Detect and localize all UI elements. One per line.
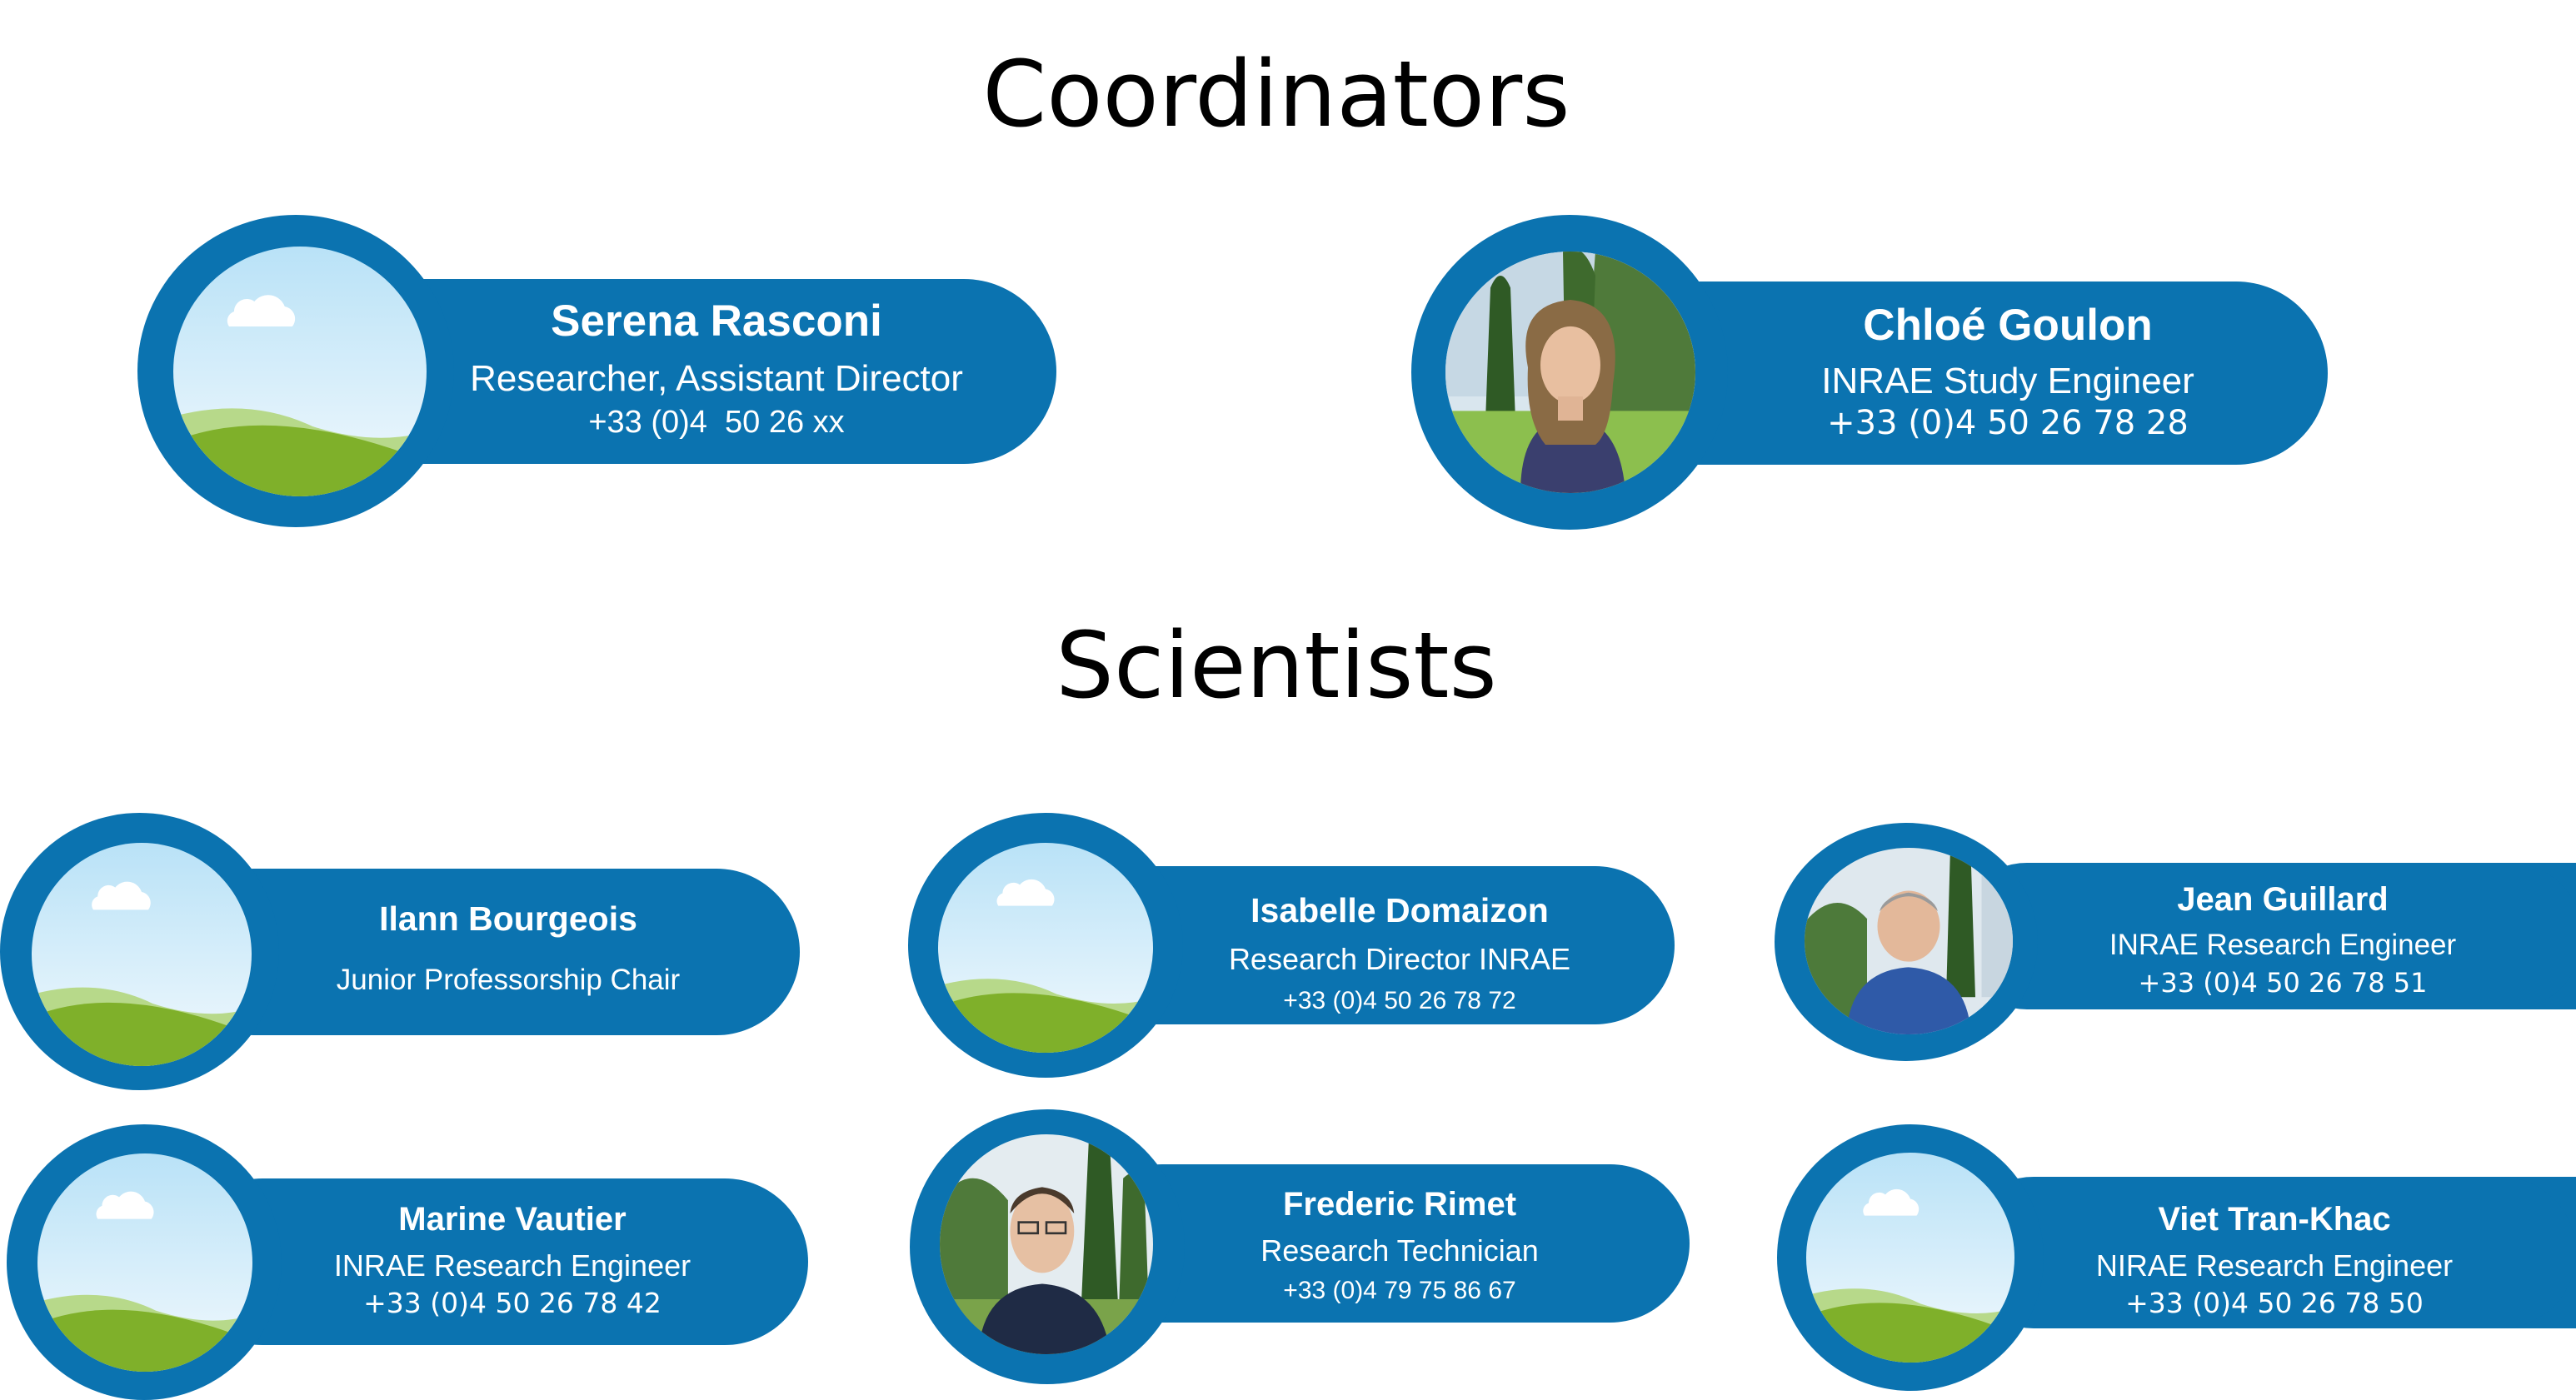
card-text: Ilann Bourgeois Junior Professorship Cha… [275,899,741,997]
person-role: INRAE Study Engineer [1821,361,2194,401]
person-role: INRAE Research Engineer [2109,929,2457,961]
person-role: Junior Professorship Chair [336,964,681,996]
person-phone: +33 (0)4 79 75 86 67 [1283,1277,1516,1304]
person-name: Isabelle Domaizon [1251,891,1549,929]
person-role: Research Director INRAE [1228,942,1571,976]
card-banner-end [2416,1177,2576,1328]
placeholder-landscape-icon [1806,1153,2014,1363]
card-text: Jean Guillard INRAE Research Engineer +3… [2049,881,2516,999]
person-name: Serena Rasconi [551,296,882,346]
card-text: Frederic Rimet Research Technician +33 (… [1166,1186,1633,1305]
person-name: Ilann Bourgeois [379,899,637,938]
person-name: Jean Guillard [2177,881,2389,918]
card-text: Viet Tran-Khac NIRAE Research Engineer +… [2041,1201,2508,1319]
placeholder-landscape-icon [32,843,252,1066]
person-photo [1445,252,1695,493]
person-phone: +33 (0)4 50 26 78 72 [1283,987,1516,1014]
card-text: Marine Vautier INRAE Research Engineer +… [279,1201,746,1319]
person-name: Frederic Rimet [1282,1186,1517,1223]
placeholder-landscape-icon [37,1153,252,1372]
person-photo [1805,848,2013,1034]
person-name: Chloé Goulon [1863,301,2153,350]
person-phone: +33 (0)4 50 26 78 28 [1827,404,2189,442]
person-phone: +33 (0)4 50 26 78 50 [2125,1287,2424,1319]
card-text: Isabelle Domaizon Research Director INRA… [1166,891,1633,1015]
coordinators-title: Coordinators [982,41,1570,147]
person-role: Researcher, Assistant Director [470,358,963,399]
scientists-title: Scientists [1056,612,1497,719]
card-banner [1608,281,2328,465]
person-role: Research Technician [1261,1233,1539,1268]
placeholder-landscape-icon [173,247,427,496]
person-phone: +33 (0)4 50 26 78 42 [363,1287,661,1319]
card-banner-end [2416,863,2576,1009]
card-banner [179,1178,808,1345]
card-text: Serena Rasconi Researcher, Assistant Dir… [450,296,983,441]
person-role: NIRAE Research Engineer [2095,1248,2454,1283]
person-phone: +33 (0)4 50 26 78 51 [2138,967,2428,999]
person-name: Viet Tran-Khac [2158,1201,2391,1238]
person-role: INRAE Research Engineer [333,1248,691,1283]
person-name: Marine Vautier [398,1201,627,1238]
card-text: Chloé Goulon INRAE Study Engineer +33 (0… [1725,300,2291,442]
person-photo [940,1134,1153,1354]
placeholder-landscape-icon [938,843,1153,1053]
person-phone: +33 (0)4 50 26 xx [588,405,845,440]
